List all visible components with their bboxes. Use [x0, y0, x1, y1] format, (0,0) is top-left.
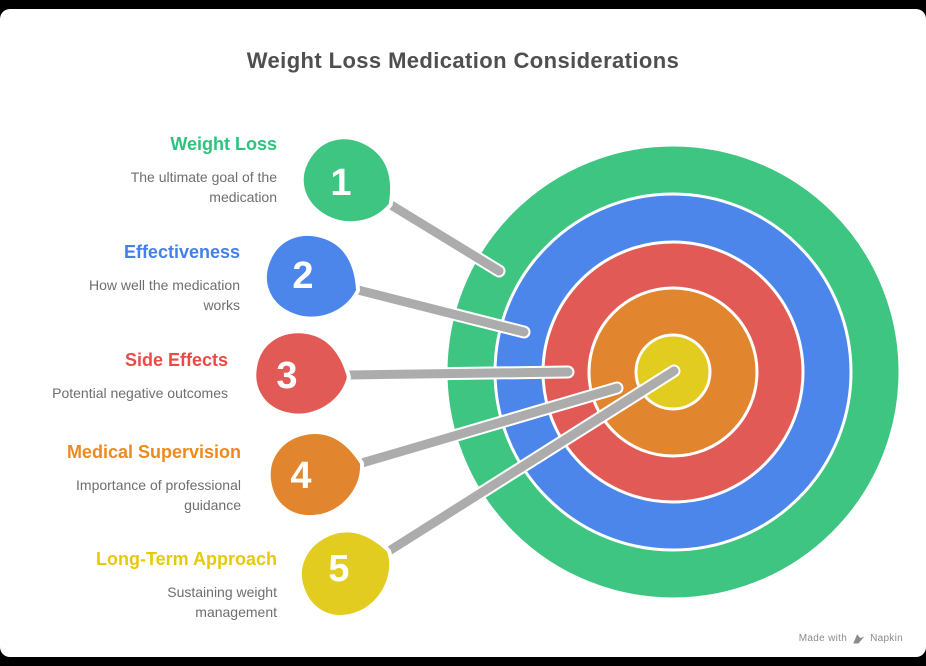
number-pins — [252, 135, 395, 619]
pin-number-4: 4 — [290, 455, 311, 497]
connector-line-1 — [386, 200, 504, 276]
pin-number-3: 3 — [276, 355, 297, 397]
pin-number-1: 1 — [330, 162, 351, 204]
item-description: Sustaining weight management — [167, 584, 277, 620]
item-side-effects: Side Effects Potential negative outcomes — [28, 350, 228, 403]
item-label: Long-Term Approach — [96, 549, 277, 569]
attribution-brand: Napkin — [870, 633, 903, 644]
item-description: The ultimate goal of the medication — [130, 169, 277, 205]
connector-line-2 — [353, 285, 529, 337]
item-label: Medical Supervision — [66, 442, 241, 462]
item-label: Weight Loss — [170, 134, 277, 154]
pin-number-5: 5 — [328, 548, 349, 590]
connector-line-5 — [384, 366, 679, 556]
pin-4 — [266, 430, 364, 520]
page-title: Weight Loss Medication Considerations — [246, 48, 680, 73]
connector-lines — [342, 198, 681, 558]
pin-3 — [252, 329, 352, 418]
pin-5 — [297, 528, 394, 619]
item-weight-loss: Weight Loss The ultimate goal of the med… — [117, 134, 277, 207]
item-effectiveness: Effectiveness How well the medication wo… — [75, 242, 240, 315]
pin-number-2: 2 — [292, 255, 313, 297]
item-description: Potential negative outcomes — [52, 385, 228, 401]
item-label: Side Effects — [124, 350, 228, 370]
item-label: Effectiveness — [123, 242, 240, 262]
pin-numbers: 1 2 3 4 5 — [276, 162, 351, 590]
attribution: Made with Napkin — [799, 632, 903, 645]
item-long-term-approach: Long-Term Approach Sustaining weight man… — [96, 549, 277, 622]
napkin-logo-icon — [853, 634, 865, 644]
item-description: Importance of professional guidance — [76, 477, 241, 513]
attribution-prefix: Made with — [798, 633, 848, 644]
connector-line-3 — [344, 367, 573, 380]
connector-line-4 — [357, 383, 622, 468]
pin-1 — [299, 135, 395, 226]
item-description: How well the medication works — [89, 277, 240, 313]
pin-2 — [262, 232, 361, 321]
connector-cores — [344, 200, 679, 556]
item-medical-supervision: Medical Supervision Importance of profes… — [56, 442, 241, 515]
